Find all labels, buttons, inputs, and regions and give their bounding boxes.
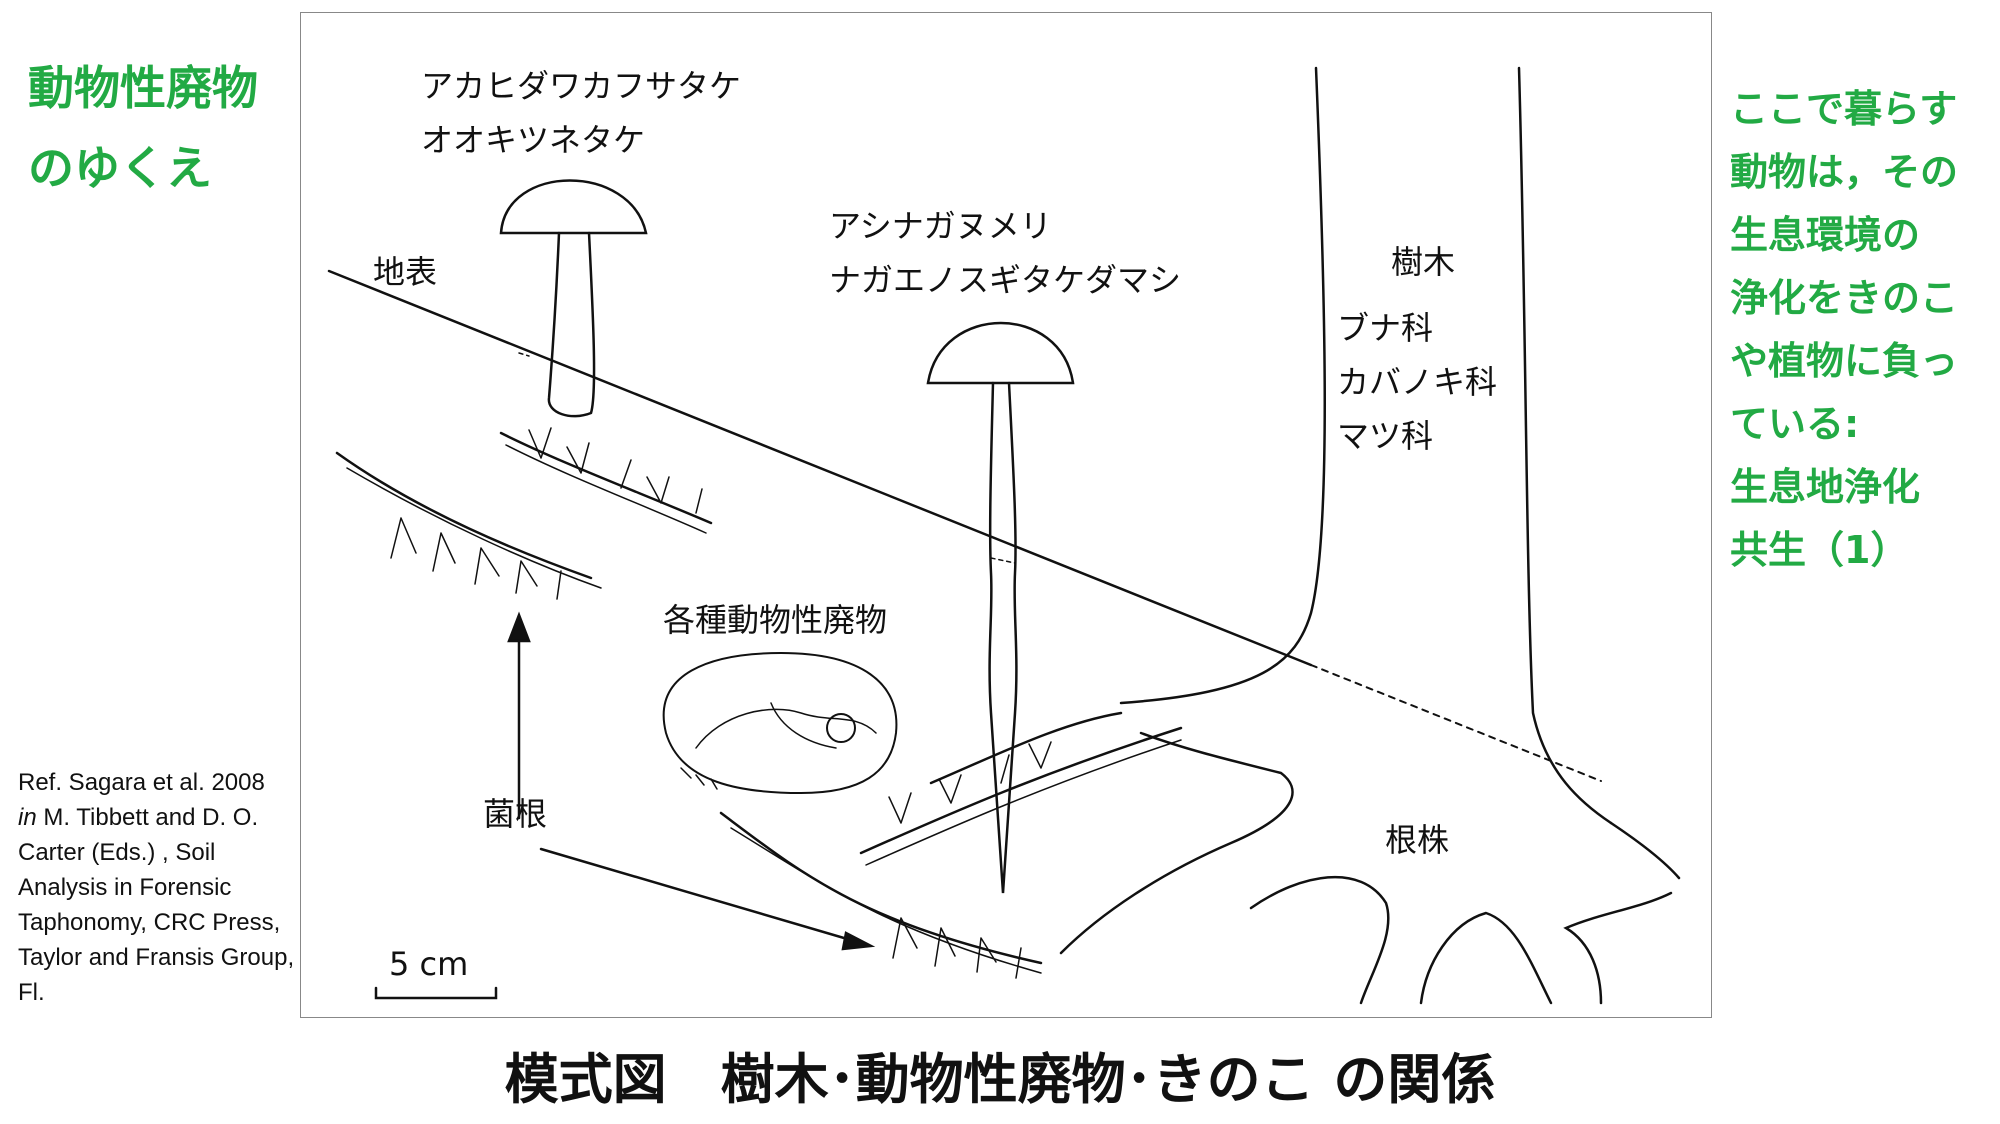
tree-family: マツ科 xyxy=(1337,417,1434,455)
mushroom1-label-line: アカヒダワカフサタケ xyxy=(421,67,742,105)
mushroom2-cap xyxy=(926,321,1075,385)
root-strand xyxy=(859,726,1183,855)
root-lower-c xyxy=(1563,891,1673,1005)
side-note-line: ている: xyxy=(1730,402,1860,446)
mycorrhiza-label: 菌根 xyxy=(483,795,548,833)
root-strand xyxy=(730,827,1042,974)
mushroom1-label-line: オオキツネタケ xyxy=(421,121,646,159)
scale-bar xyxy=(374,986,498,1000)
arrow-diag-shaft xyxy=(539,847,863,945)
mushroom2-label-line: アシナガヌメリ xyxy=(829,207,1052,245)
reference-citation: Ref. Sagara et al. 2008 in M. Tibbett an… xyxy=(18,765,303,1010)
side-note-line: ここで暮らす xyxy=(1730,87,1958,131)
diagram-drawing xyxy=(327,66,1681,1005)
arrow-up-head xyxy=(507,611,531,643)
diagram-caption: 模式図 樹木･動物性廃物･きのこ の関係 xyxy=(504,1048,1496,1111)
mycorrhiza-branches-upper xyxy=(390,427,703,600)
side-note-line: 生息地浄化 xyxy=(1730,465,1921,509)
root-left xyxy=(929,711,1123,785)
root-lower-b xyxy=(1419,911,1553,1005)
reference-rest: M. Tibbett and D. O. Carter (Eds.) , Soi… xyxy=(18,804,295,1006)
ground-line xyxy=(327,269,1313,667)
waste-label: 各種動物性廃物 xyxy=(663,601,888,639)
root-strand xyxy=(505,444,707,534)
tree-family: ブナ科 xyxy=(1337,309,1434,347)
animal-skull xyxy=(662,651,898,795)
arrow-diag-head xyxy=(841,931,876,951)
heading-line: のゆくえ xyxy=(28,141,212,195)
root-left2 xyxy=(1059,731,1294,955)
root-strand xyxy=(865,739,1182,866)
tree-family: カバノキ科 xyxy=(1337,363,1498,401)
tree-trunk-right xyxy=(1517,66,1613,825)
tree-label: 樹木 xyxy=(1391,243,1456,281)
mushroom1-stem-left xyxy=(547,231,596,418)
root-lower-a xyxy=(1249,875,1390,1005)
side-note-line: 浄化をきのこ xyxy=(1730,276,1959,320)
mushroom1-cap xyxy=(499,179,648,235)
side-note-line: 共生（1） xyxy=(1730,528,1909,572)
root-strand xyxy=(335,451,593,580)
root-strand xyxy=(719,811,1043,965)
stump-label: 根株 xyxy=(1385,821,1450,859)
root-strand xyxy=(499,431,713,525)
side-note-line: 生息環境の xyxy=(1730,213,1921,257)
ground-label: 地表 xyxy=(373,253,438,291)
ground-line-hidden xyxy=(1310,664,1602,782)
tree-trunk-left xyxy=(1119,66,1326,705)
mushroom2-stem xyxy=(988,381,1018,894)
root-strand xyxy=(346,467,602,589)
mushroom2-stem-ground xyxy=(990,557,1016,564)
side-note-line: や植物に負っ xyxy=(1730,339,1959,383)
reference-line1: Ref. Sagara et al. 2008 xyxy=(18,769,265,796)
mushroom1-label: アカヒダワカフサタケ オオキツネタケ xyxy=(421,59,741,167)
side-note: ここで暮らす 動物は，その 生息環境の 浄化をきのこ や植物に負っ ている: 生… xyxy=(1730,78,1958,582)
heading: 動物性廃物 のゆくえ xyxy=(28,48,258,208)
scale-label: 5 cm xyxy=(389,945,469,983)
reference-in: in xyxy=(18,804,37,831)
diagram-frame: アカヒダワカフサタケ オオキツネタケ 地表 アシナガヌメリ ナガエノスギタケダマ… xyxy=(300,12,1712,1018)
heading-line: 動物性廃物 xyxy=(28,61,258,115)
mushroom2-label: アシナガヌメリ ナガエノスギタケダマシ xyxy=(829,199,1181,307)
mycorrhiza-branches-lower xyxy=(888,741,1052,979)
side-note-line: 動物は，その xyxy=(1730,150,1959,194)
tree-families: ブナ科 カバノキ科 マツ科 xyxy=(1337,301,1497,463)
mushroom2-label-line: ナガエノスギタケダマシ xyxy=(829,261,1182,299)
ground-line-hidden-left xyxy=(518,352,530,357)
root-right xyxy=(1609,821,1681,880)
